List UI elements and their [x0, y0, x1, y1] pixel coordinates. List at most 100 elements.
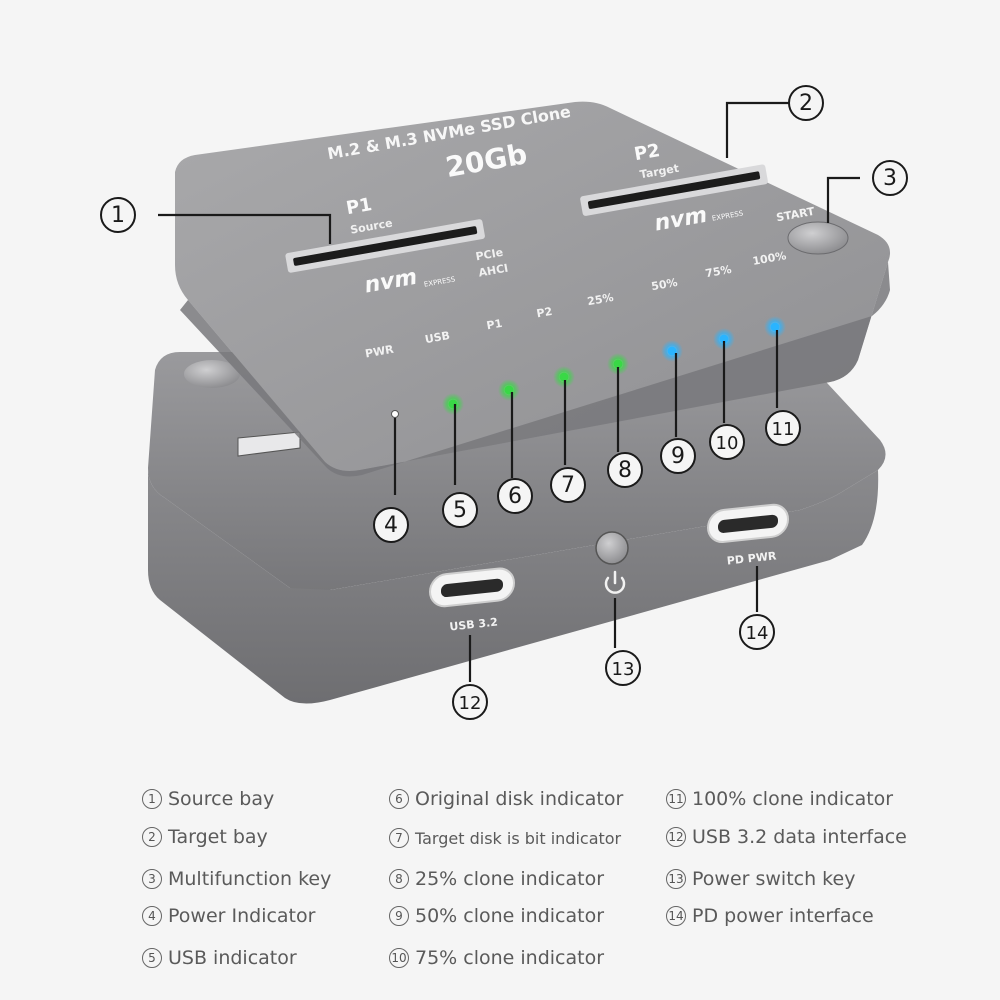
legend-number: 8	[389, 869, 409, 889]
callout-number: 12	[459, 693, 482, 714]
legend-number: 6	[389, 789, 409, 809]
led-indicator	[667, 346, 677, 356]
legend-number: 7	[389, 828, 409, 848]
led-label: 75%	[704, 263, 732, 280]
source-bay-slot[interactable]	[285, 219, 485, 273]
callout-circle	[442, 492, 478, 528]
legend-number: 4	[142, 906, 162, 926]
target-bay-slot[interactable]	[580, 164, 769, 216]
legend-item: 7 Target disk is bit indicator	[389, 828, 621, 848]
led-label: 50%	[650, 276, 678, 293]
callout-1: 1	[100, 197, 136, 233]
pcie-label: PCIe	[475, 246, 505, 264]
callout-circle	[373, 507, 409, 543]
p2-label: P2	[633, 140, 662, 165]
callout-number: 6	[508, 484, 522, 509]
led-label: 25%	[586, 291, 614, 308]
callout-6: 6	[497, 478, 533, 514]
legend-number: 9	[389, 906, 409, 926]
legend-text: Target bay	[168, 826, 268, 848]
legend-text: Source bay	[168, 788, 275, 810]
callout-10: 10	[709, 424, 745, 460]
callout-8: 8	[607, 452, 643, 488]
lower-unit-button	[184, 360, 240, 388]
legend-text: Power Indicator	[168, 905, 316, 927]
pd-power-label: PD PWR	[726, 549, 777, 567]
legend-number: 5	[142, 948, 162, 968]
led-indicator	[391, 410, 399, 418]
legend-item: 10 75% clone indicator	[389, 947, 604, 969]
callout-number: 5	[453, 498, 467, 523]
callout-circle	[607, 452, 643, 488]
led-indicator	[448, 399, 458, 409]
callout-number: 8	[618, 458, 632, 483]
led-label: P2	[536, 305, 554, 321]
led-group	[391, 316, 786, 418]
legend-item: 9 50% clone indicator	[389, 905, 604, 927]
callout-5: 5	[442, 492, 478, 528]
legend-item: 6 Original disk indicator	[389, 788, 623, 810]
led-indicator	[719, 334, 729, 344]
legend-number: 11	[666, 789, 686, 809]
led-label: 100%	[752, 249, 788, 268]
callout-4: 4	[373, 507, 409, 543]
legend-item: 4 Power Indicator	[142, 905, 315, 927]
callout-circle	[605, 650, 641, 686]
legend-number: 14	[666, 906, 686, 926]
callout-circle	[765, 410, 801, 446]
legend-text: 50% clone indicator	[415, 905, 605, 927]
legend-item: 14 PD power interface	[666, 905, 874, 927]
callout-7: 7	[550, 467, 586, 503]
legend-text: USB indicator	[168, 947, 297, 969]
callout-circle	[788, 85, 824, 121]
legend-number: 2	[142, 827, 162, 847]
legend-number: 13	[666, 869, 686, 889]
callout-number: 2	[799, 91, 813, 116]
led-label: P1	[486, 317, 504, 333]
callout-number: 3	[883, 166, 897, 191]
upper-unit: M.2 & M.3 NVMe SSD Clone 20Gb P1 Source …	[175, 101, 891, 477]
callout-circle	[550, 467, 586, 503]
legend-number: 10	[389, 948, 409, 968]
led-indicator	[559, 372, 569, 382]
legend-text: PD power interface	[692, 905, 874, 927]
legend-text: Original disk indicator	[415, 788, 624, 810]
callout-circle	[497, 478, 533, 514]
legend-item: 13 Power switch key	[666, 868, 855, 890]
led-label: USB	[424, 329, 451, 346]
power-switch-button[interactable]	[595, 531, 629, 565]
led-indicator	[613, 359, 623, 369]
callout-number: 14	[746, 623, 769, 644]
legend-text: Target disk is bit indicator	[415, 828, 622, 848]
p1-label: P1	[345, 194, 374, 219]
callout-number: 10	[716, 433, 739, 454]
legend-item: 12 USB 3.2 data interface	[666, 826, 907, 848]
legend-number: 12	[666, 827, 686, 847]
callout-12: 12	[452, 684, 488, 720]
callout-number: 7	[561, 473, 575, 498]
callout-circle	[872, 160, 908, 196]
callout-3: 3	[872, 160, 908, 196]
callout-number: 4	[384, 513, 398, 538]
power-icon	[604, 570, 626, 594]
callout-13: 13	[605, 650, 641, 686]
callout-number: 13	[612, 659, 635, 680]
callout-lines	[158, 101, 860, 682]
callout-number: 11	[772, 419, 795, 440]
legend-text: 75% clone indicator	[415, 947, 605, 969]
callout-circle	[709, 424, 745, 460]
ahci-label: AHCI	[478, 262, 510, 280]
start-button[interactable]	[787, 221, 849, 255]
legend-text: USB 3.2 data interface	[692, 826, 907, 848]
legend-text: Power switch key	[692, 868, 856, 890]
callout-11: 11	[765, 410, 801, 446]
callout-number: 9	[671, 444, 685, 469]
usb-3-2-label: USB 3.2	[449, 616, 499, 634]
callout-9: 9	[660, 438, 696, 474]
